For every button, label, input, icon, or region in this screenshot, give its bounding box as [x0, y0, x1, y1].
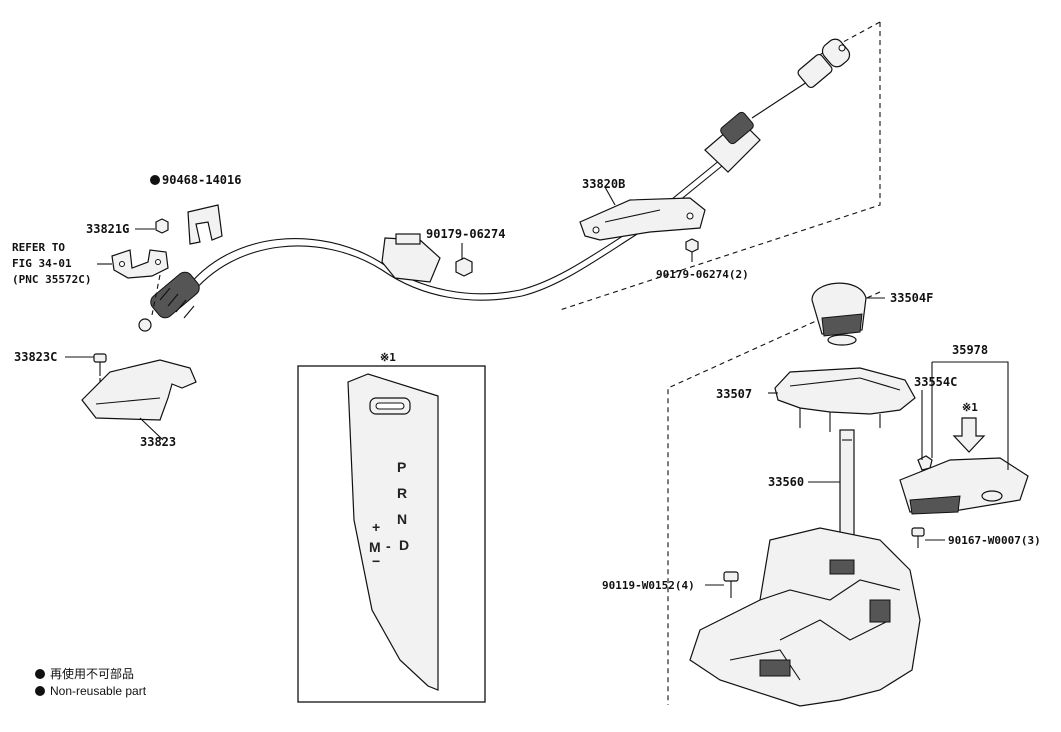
- gate-dash: -: [386, 538, 391, 554]
- gate-minus: −: [372, 553, 380, 569]
- label-33821g: 33821G: [86, 222, 129, 236]
- cable-upper-end: [704, 38, 851, 173]
- shift-lever-base: [689, 527, 921, 707]
- label-90119-w0152: 90119-W0152(4): [602, 579, 695, 592]
- label-note-1: ※1: [962, 401, 978, 414]
- bracket-35978: [931, 361, 1009, 470]
- position-indicator-housing-35978: [899, 457, 1029, 515]
- legend-text-jp: 再使用不可部品: [50, 666, 134, 681]
- lower-assembly-boundary: [667, 291, 881, 705]
- non-reusable-dot: [150, 175, 160, 185]
- label-90468-14016: 90468-14016: [162, 173, 241, 187]
- label-fig-34-01: FIG 34-01: [12, 257, 72, 270]
- bolt-90119: [723, 571, 739, 598]
- gate-letter-d: D: [399, 537, 409, 553]
- label-35978: 35978: [952, 343, 988, 357]
- gate-letter-m: M: [369, 539, 381, 555]
- bracket-33823: [81, 359, 197, 421]
- label-90179-06274-2: 90179-06274(2): [656, 268, 749, 281]
- screw-90167: [911, 527, 925, 548]
- cable-clamp: [381, 233, 441, 283]
- cable-boot: [138, 271, 200, 332]
- legend-dot-jp: [35, 669, 45, 679]
- gate-letter-p: P: [397, 459, 406, 475]
- shift-cable: [138, 38, 851, 332]
- gate-letter-r: R: [397, 485, 407, 501]
- legend-text-en: Non-reusable part: [50, 684, 147, 698]
- label-33504f: 33504F: [890, 291, 933, 305]
- label-33507: 33507: [716, 387, 752, 401]
- nut-90179-center: [455, 257, 473, 277]
- label-33823c: 33823C: [14, 350, 57, 364]
- upper-boundary-top: [809, 21, 881, 61]
- label-33560: 33560: [768, 475, 804, 489]
- label-refer-to: REFER TO: [12, 241, 65, 254]
- bolt-33823c: [93, 353, 107, 376]
- label-90179-06274: 90179-06274: [426, 227, 505, 241]
- label-33820b: 33820B: [582, 177, 625, 191]
- leader-bracket-cable: [151, 274, 161, 316]
- label-90167-w0007: 90167-W0007(3): [948, 534, 1041, 547]
- clip-90468: [187, 204, 223, 245]
- gate-plus: +: [372, 519, 380, 535]
- label-33823: 33823: [140, 435, 176, 449]
- label-33554c: 33554C: [914, 375, 957, 389]
- label-pnc-35572c: (PNC 35572C): [12, 273, 91, 286]
- legend-dot-en: [35, 686, 45, 696]
- bracket-fig-34-01: [111, 249, 169, 279]
- cable-bracket-33820b: [579, 197, 706, 241]
- nut-33821g: [155, 218, 169, 234]
- detail-inset: [297, 365, 486, 703]
- leader-lines: [65, 186, 945, 586]
- shift-knob-33504f: [811, 282, 867, 346]
- gate-letter-n: N: [397, 511, 407, 527]
- upper-assembly-boundary: [559, 22, 881, 311]
- detail-arrow: [952, 417, 986, 453]
- indicator-bezel-33507: [774, 367, 916, 432]
- label-inset-note: ※1: [380, 351, 396, 364]
- nut-90179-right: [685, 238, 699, 253]
